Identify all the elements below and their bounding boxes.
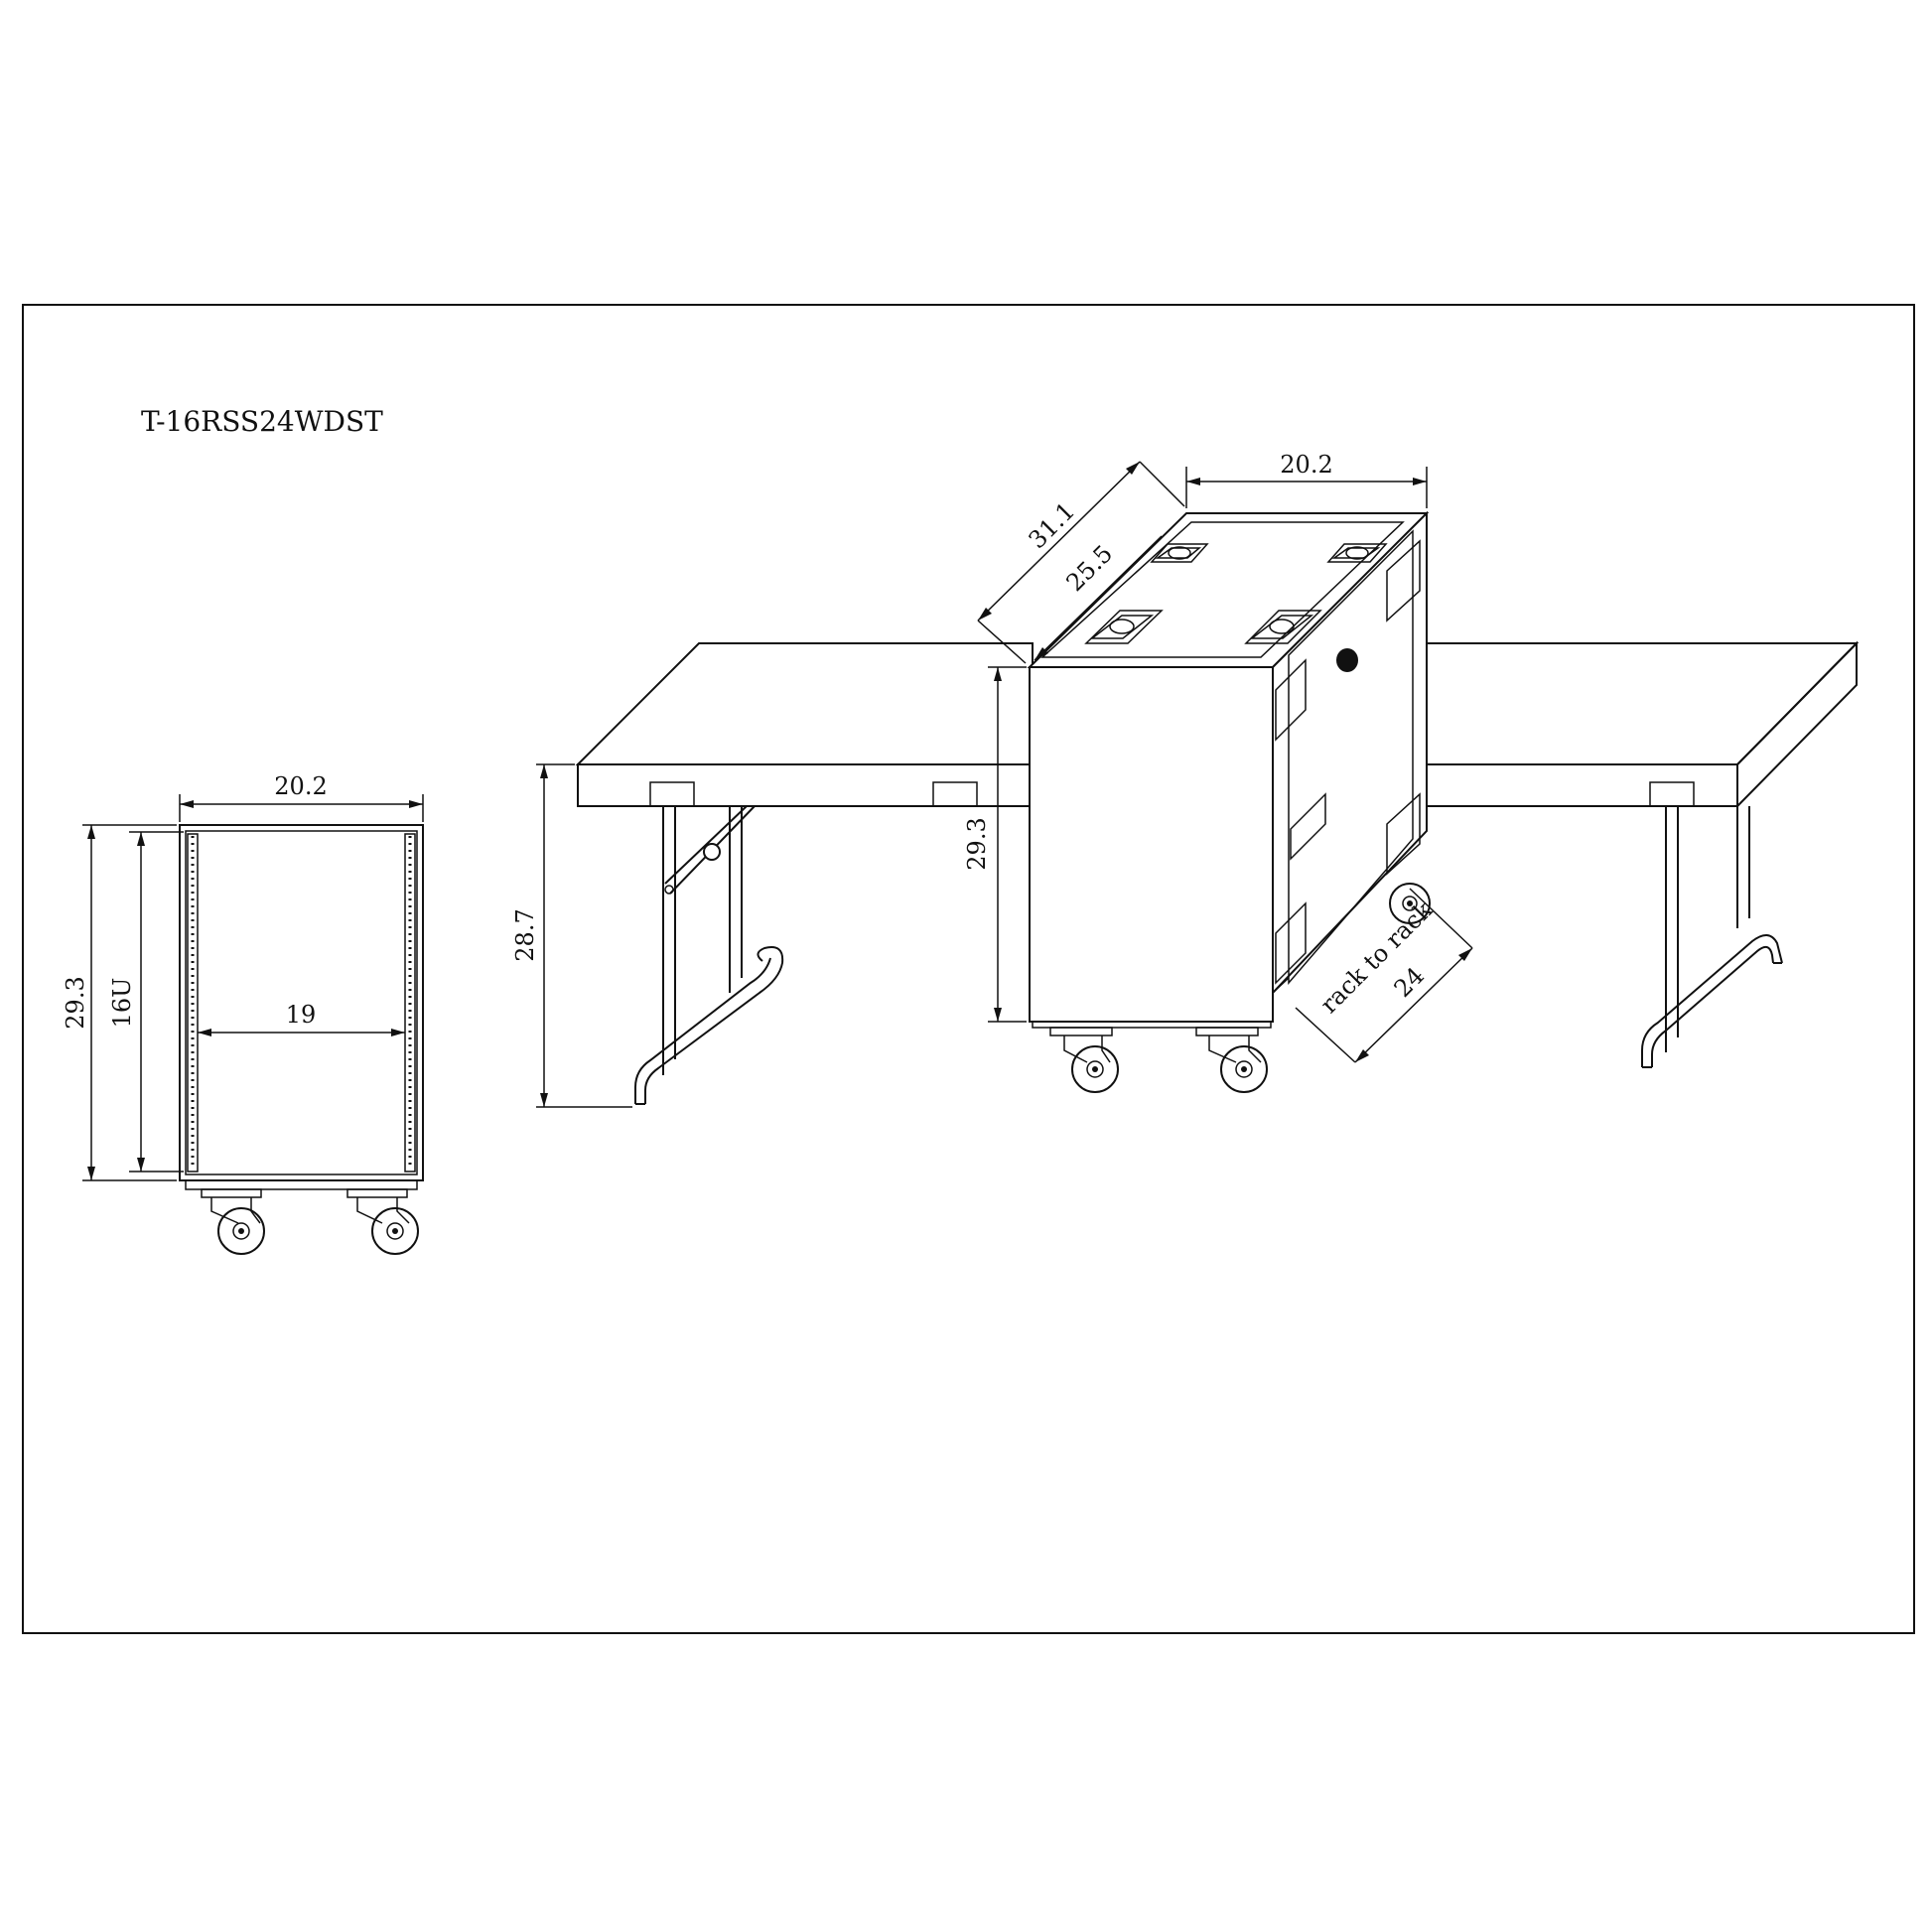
top-handle-2 bbox=[1244, 610, 1322, 644]
front-width-label: 20.2 bbox=[274, 772, 327, 800]
right-table-foot bbox=[1641, 934, 1783, 1067]
left-table-foot bbox=[634, 957, 771, 1104]
front-cabinet-inner bbox=[185, 830, 418, 1175]
case-front bbox=[1029, 666, 1274, 1023]
side-latch-4 bbox=[1386, 792, 1421, 876]
top-handle-3 bbox=[1150, 543, 1209, 563]
left-table-clip-2 bbox=[932, 781, 978, 807]
drawing-border bbox=[22, 304, 1915, 1634]
right-rack-rail bbox=[404, 833, 416, 1173]
inner-depth-dim-line bbox=[1034, 535, 1163, 661]
rack-units-label: 16U bbox=[108, 978, 136, 1029]
front-view: 20.2 19 29.3 16U bbox=[62, 772, 424, 1255]
case-caster-front-left bbox=[1049, 1027, 1119, 1093]
front-left-caster bbox=[201, 1188, 265, 1255]
top-handle-1 bbox=[1084, 610, 1164, 644]
top-handle-4 bbox=[1326, 543, 1388, 563]
case-height-label: 29.3 bbox=[963, 817, 991, 870]
case-caster-rear bbox=[1389, 883, 1431, 924]
front-base-plate bbox=[185, 1179, 418, 1190]
right-table-clip-2 bbox=[1649, 781, 1695, 807]
side-vent-hole bbox=[1336, 648, 1358, 672]
front-height-label: 29.3 bbox=[62, 976, 89, 1029]
left-rack-rail bbox=[187, 833, 199, 1173]
case-caster-front-right bbox=[1195, 1027, 1268, 1093]
iso-width-label: 20.2 bbox=[1280, 451, 1332, 479]
rack-to-rack-dim-line bbox=[1354, 947, 1473, 1063]
rack-case bbox=[1027, 510, 1431, 1093]
iso-view: 20.2 31.1 25.5 29.3 28.7 rack to rack bbox=[511, 451, 1860, 1108]
side-latch-3 bbox=[1275, 901, 1307, 985]
brace-knob bbox=[703, 843, 721, 861]
front-right-caster bbox=[346, 1188, 419, 1255]
outer-depth-dim-line bbox=[977, 461, 1141, 621]
left-table bbox=[575, 642, 1035, 1105]
side-latch-2 bbox=[1386, 539, 1421, 622]
model-title: T-16RSS24WDST bbox=[141, 405, 383, 438]
rail-width-label: 19 bbox=[286, 1001, 317, 1029]
side-handle bbox=[1290, 792, 1326, 861]
case-base bbox=[1032, 1021, 1272, 1029]
table-height-label: 28.7 bbox=[511, 908, 539, 961]
left-table-clip-1 bbox=[649, 781, 695, 807]
outer-depth-label: 31.1 bbox=[1024, 497, 1081, 555]
side-latch-1 bbox=[1275, 658, 1307, 742]
